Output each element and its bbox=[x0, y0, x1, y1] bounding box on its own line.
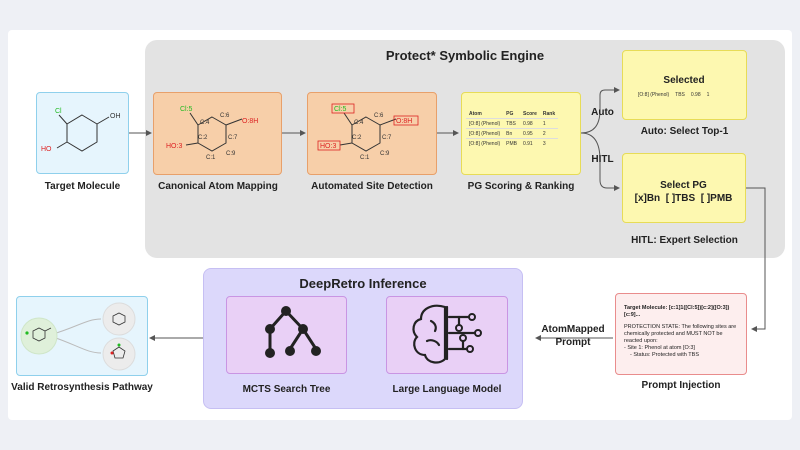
precursor-bubble bbox=[20, 317, 58, 355]
arrow-hitl bbox=[580, 132, 620, 191]
llm-label: Large Language Model bbox=[392, 384, 502, 395]
mapping-label: Canonical Atom Mapping bbox=[158, 181, 278, 192]
site-box-cl bbox=[331, 103, 355, 114]
mapped-molecule-structure: Cl:5 C:4 C:6 O:8H HO:3 C:2 C:1 C:9 C:7 bbox=[166, 106, 258, 161]
atom-c7: C:7 bbox=[228, 135, 238, 141]
pg-scoring-label: PG Scoring & Ranking bbox=[467, 181, 575, 192]
target-molecule-structure: Cl OH HO bbox=[41, 108, 121, 153]
atom-cl5: Cl:5 bbox=[180, 106, 193, 113]
prompt-status-line: - Status: Protected with TBS bbox=[630, 352, 699, 358]
atom-c1: C:1 bbox=[206, 155, 216, 161]
atom-c1: C:1 bbox=[360, 155, 370, 161]
atom-cl5: Cl:5 bbox=[334, 106, 347, 113]
valid-pathway-node bbox=[16, 296, 148, 376]
mcts-node bbox=[226, 296, 347, 374]
deepretro-title: DeepRetro Inference bbox=[299, 276, 427, 291]
auto-select-label: Auto: Select Top-1 bbox=[640, 126, 729, 137]
canonical-atom-mapping-node: Cl:5 C:4 C:6 O:8H HO:3 C:2 C:1 C:9 C:7 bbox=[153, 92, 282, 175]
edge-label-atommapped-prompt: AtomMapped Prompt bbox=[541, 324, 605, 348]
atom-ho3: HO:3 bbox=[166, 143, 182, 150]
prompt-site-line: - Site 1: Phenol at atom [O:3] bbox=[624, 345, 695, 351]
atom-ho3: HO:3 bbox=[320, 143, 336, 150]
site-box-ho bbox=[317, 140, 341, 151]
pg-options[interactable]: [x]Bn [ ]TBS [ ]PMB bbox=[634, 193, 733, 204]
valid-pathway-label: Valid Retrosynthesis Pathway bbox=[11, 382, 153, 393]
atom-c6: C:6 bbox=[220, 113, 230, 119]
prompt-injection-label: Prompt Injection bbox=[641, 380, 721, 391]
atom-cl: Cl bbox=[55, 108, 62, 115]
atom-o8h: O:8H bbox=[242, 118, 258, 125]
site-detection-label: Automated Site Detection bbox=[311, 181, 433, 192]
atom-c9: C:9 bbox=[380, 151, 390, 157]
llm-node bbox=[386, 296, 508, 374]
atom-ho-left: HO bbox=[41, 146, 52, 153]
target-molecule-label: Target Molecule bbox=[44, 181, 121, 192]
atom-o8h: O:8H bbox=[396, 118, 412, 125]
atom-c9: C:9 bbox=[226, 151, 236, 157]
brain-circuit-icon bbox=[412, 304, 482, 364]
select-pg-title: Select PG bbox=[660, 180, 707, 191]
target-molecule-node: Cl OH HO bbox=[36, 92, 129, 174]
site-detection-node: Cl:5 C:4 C:6 O:8H HO:3 C:2 C:1 C:9 C:7 bbox=[307, 92, 437, 175]
pathway-link-bottom bbox=[52, 336, 102, 354]
hitl-expert-label: HITL: Expert Selection bbox=[631, 235, 738, 246]
pathway-diagram bbox=[20, 302, 136, 371]
mcts-label: MCTS Search Tree bbox=[242, 384, 331, 395]
atom-oh-right: OH bbox=[110, 113, 121, 120]
prompt-injection-node: Target Molecule: [c:1]1([Cl:5])[c:2]([O:… bbox=[615, 293, 747, 375]
site-box-oh bbox=[393, 115, 419, 126]
atom-c7: C:7 bbox=[382, 135, 392, 141]
prompt-target-line: Target Molecule: [c:1]1([Cl:5])[c:2]([O:… bbox=[624, 305, 730, 318]
edge-label-auto: Auto bbox=[591, 107, 614, 118]
product-bubble-bottom bbox=[102, 337, 136, 371]
site-molecule-structure: Cl:5 C:4 C:6 O:8H HO:3 C:2 C:1 C:9 C:7 bbox=[317, 103, 419, 161]
arrow-hitl-to-prompt bbox=[746, 187, 766, 332]
selected-title: Selected bbox=[663, 75, 705, 86]
arrow-auto bbox=[580, 87, 620, 134]
prompt-state-line: PROTECTION STATE: The following sites ar… bbox=[624, 324, 737, 344]
atom-c4: C:4 bbox=[354, 120, 364, 126]
atom-c4: C:4 bbox=[200, 120, 210, 126]
edge-label-hitl: HITL bbox=[591, 154, 614, 165]
atom-c2: C:2 bbox=[198, 135, 208, 141]
atom-c2: C:2 bbox=[352, 135, 362, 141]
tree-graph-icon bbox=[265, 306, 321, 358]
product-bubble-top bbox=[102, 302, 136, 336]
atom-c6: C:6 bbox=[374, 113, 384, 119]
engine-title: Protect* Symbolic Engine bbox=[385, 48, 545, 63]
pathway-link-top bbox=[52, 318, 102, 335]
select-pg-node: Select PG [x]Bn [ ]TBS [ ]PMB bbox=[622, 153, 746, 223]
